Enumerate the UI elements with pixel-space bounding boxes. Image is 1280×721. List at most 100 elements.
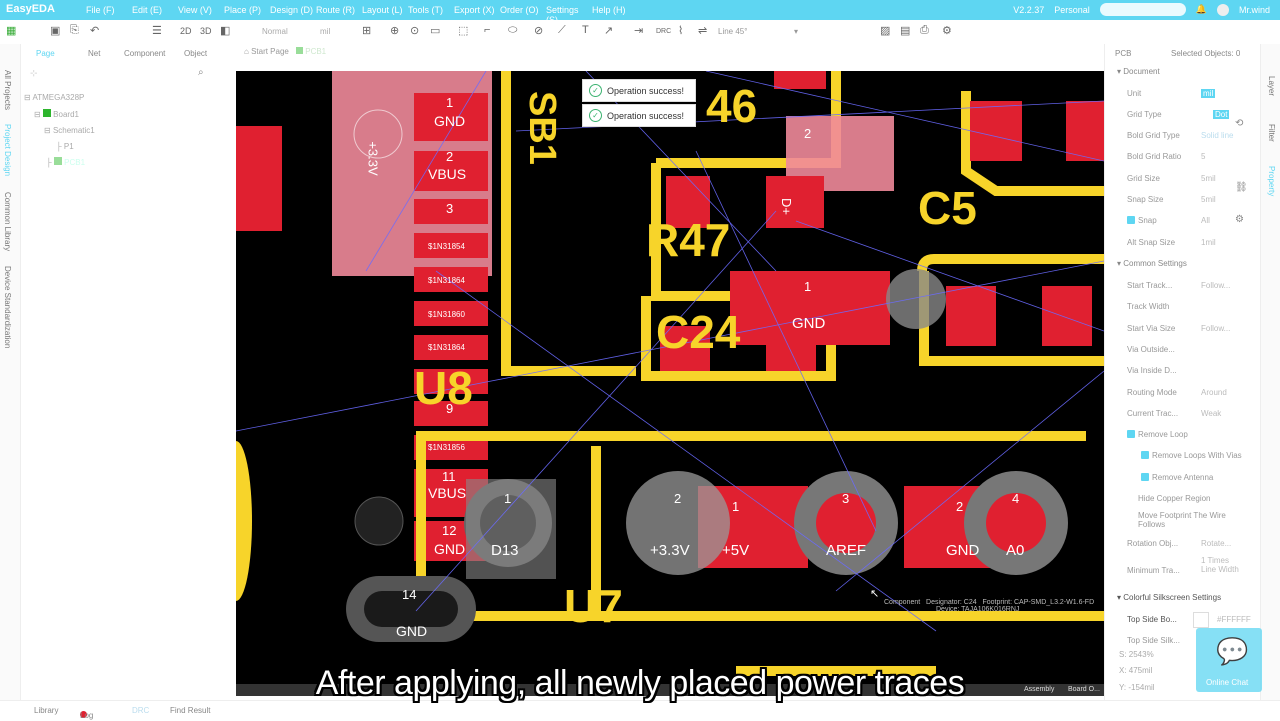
menu-tools[interactable]: Tools (T)	[408, 5, 444, 15]
remove-loop-checkbox[interactable]	[1127, 430, 1135, 438]
prop-start-via-value[interactable]: Follow...	[1201, 324, 1231, 333]
snap-checkbox[interactable]	[1127, 216, 1135, 224]
prop-bold-grid-ratio-value[interactable]: 5	[1201, 152, 1206, 161]
move-footprint-label[interactable]: Move Footprint The Wire Follows	[1138, 511, 1226, 529]
remove-loops-vias-checkbox[interactable]	[1141, 451, 1149, 459]
search-icon[interactable]: ⌕	[198, 67, 204, 78]
list-icon[interactable]: ☰	[152, 25, 162, 37]
menu-file[interactable]: File (F)	[86, 5, 115, 15]
drc-icon[interactable]: DRC	[656, 28, 672, 35]
prop-bold-grid-type-value[interactable]: Solid line	[1201, 131, 1234, 140]
color-swatch[interactable]	[1193, 612, 1209, 628]
prop-alt-snap-value[interactable]: 1mil	[1201, 238, 1216, 247]
line-icon[interactable]: ⟋	[558, 24, 566, 36]
online-chat-button[interactable]: 💬 Online Chat	[1196, 628, 1262, 692]
expand-icon[interactable]: ⊹	[30, 68, 38, 78]
tab-page[interactable]: Page	[36, 49, 55, 58]
tab-pcb1[interactable]: PCB1	[296, 47, 326, 56]
image-icon[interactable]: ▨	[880, 25, 891, 37]
layer-icon[interactable]: ◧	[220, 25, 231, 37]
tree-board[interactable]: ⊟ Board1	[34, 109, 79, 119]
prop-rotation-value[interactable]: Rotate...	[1201, 539, 1232, 548]
tab-project-design[interactable]: Project Design	[3, 124, 12, 177]
menu-view[interactable]: View (V)	[178, 5, 212, 15]
lock-icon[interactable]: ⛓	[1235, 182, 1248, 193]
tab-find-result[interactable]: Find Result	[170, 706, 211, 715]
menu-export[interactable]: Export (X)	[454, 5, 495, 15]
layer-mode-select[interactable]: Normal	[262, 27, 288, 36]
menu-order[interactable]: Order (O)	[500, 5, 539, 15]
view-3d-button[interactable]: 3D	[200, 26, 212, 36]
ellipse-icon[interactable]: ⬭	[508, 24, 518, 36]
grid-icon[interactable]: ⊞	[362, 25, 372, 37]
track-icon[interactable]: ⌇	[678, 25, 684, 37]
section-document[interactable]: ▾ Document	[1117, 67, 1160, 76]
unit-select[interactable]: mil	[320, 27, 331, 36]
tab-component[interactable]: Component	[124, 49, 166, 58]
tab-property[interactable]: Property	[1267, 166, 1276, 197]
menu-help[interactable]: Help (H)	[592, 5, 626, 15]
doc-icon[interactable]: ▤	[900, 25, 911, 37]
menu-design[interactable]: Design (D)	[270, 5, 314, 15]
tab-device-standardization[interactable]: Device Standardization	[3, 266, 12, 349]
measure-icon[interactable]: ↗	[604, 25, 614, 37]
chevron-down-icon[interactable]: ▾	[794, 27, 799, 36]
tree-project[interactable]: ⊟ ATMEGA328P	[24, 93, 85, 102]
snap-icon[interactable]: ⊕	[390, 25, 400, 37]
tab-common-library[interactable]: Common Library	[3, 192, 12, 252]
tab-filter[interactable]: Filter	[1267, 124, 1276, 142]
tree-schematic[interactable]: ⊟ Schematic1	[44, 126, 95, 135]
tree-pcb[interactable]: ├ PCB1	[46, 157, 86, 167]
diff-icon[interactable]: ⇌	[698, 25, 708, 37]
pcb-canvas[interactable]: U8 U7 C5 C24 R47 46 SB1 GND VBUS VBUS GN…	[236, 71, 1104, 696]
save-icon[interactable]: ▣	[50, 25, 61, 37]
global-search-input[interactable]	[1099, 3, 1186, 16]
tab-start-page[interactable]: ⌂ Start Page	[244, 47, 289, 56]
prop-grid-type-value[interactable]: Dot	[1213, 110, 1230, 119]
prop-current-track-value[interactable]: Weak	[1201, 409, 1222, 418]
line-mode-select[interactable]: Line 45°	[718, 27, 748, 36]
tab-drc[interactable]: DRC	[132, 706, 150, 715]
hide-copper-label[interactable]: Hide Copper Region	[1138, 494, 1211, 503]
bell-icon[interactable]: 🔔	[1195, 4, 1207, 14]
mode-select[interactable]: Personal	[1054, 4, 1090, 15]
prop-unit-value[interactable]: mil	[1201, 89, 1216, 98]
link-icon[interactable]: ⟲	[1235, 118, 1244, 129]
tab-library[interactable]: Library	[34, 706, 59, 715]
select-icon[interactable]: ⬚	[458, 25, 469, 37]
layer-tab-board[interactable]: Board O...	[1068, 686, 1100, 693]
menu-edit[interactable]: Edit (E)	[132, 5, 163, 15]
rect-icon[interactable]: ▭	[430, 25, 441, 37]
tab-object[interactable]: Object	[184, 49, 208, 58]
new-icon[interactable]: ▦	[6, 25, 17, 37]
poly-icon[interactable]: ⌐	[484, 24, 491, 36]
prop-start-track-value[interactable]: Follow...	[1201, 281, 1231, 290]
section-common[interactable]: ▾ Common Settings	[1117, 259, 1187, 268]
pin-icon[interactable]: ⊙	[410, 25, 420, 37]
prop-grid-size-value[interactable]: 5mil	[1201, 174, 1216, 183]
undo-icon[interactable]: ↶	[90, 25, 100, 37]
view-2d-button[interactable]: 2D	[180, 26, 192, 36]
print-icon[interactable]: ⎙	[920, 24, 929, 36]
no-icon[interactable]: ⊘	[534, 25, 544, 37]
menu-layout[interactable]: Layout (L)	[362, 5, 403, 15]
tree-page[interactable]: ├ P1	[56, 142, 74, 151]
export-icon[interactable]: ⎘	[70, 24, 79, 36]
menu-place[interactable]: Place (P)	[224, 5, 262, 15]
prop-top-border-value[interactable]: #FFFFFF	[1217, 615, 1251, 624]
user-name[interactable]: Mr.wind	[1238, 4, 1270, 15]
prop-snap-value[interactable]: All	[1201, 216, 1210, 225]
prop-routing-mode-value[interactable]: Around	[1201, 388, 1227, 397]
prop-min-track-value[interactable]: 1 Times Line Width	[1201, 556, 1239, 574]
route-icon[interactable]: ⇥	[634, 25, 644, 37]
gear-icon[interactable]: ⚙	[942, 25, 952, 37]
prop-snap-size-value[interactable]: 5mil	[1201, 195, 1216, 204]
avatar[interactable]	[1216, 3, 1229, 16]
remove-antenna-checkbox[interactable]	[1141, 473, 1149, 481]
tab-layer[interactable]: Layer	[1267, 76, 1276, 97]
tab-net[interactable]: Net	[88, 49, 101, 58]
layer-tab-assembly[interactable]: Assembly	[1024, 686, 1055, 693]
menu-route[interactable]: Route (R)	[316, 5, 356, 15]
snap-gear-icon[interactable]: ⚙	[1235, 214, 1244, 225]
section-silkscreen[interactable]: ▾ Colorful Silkscreen Settings	[1117, 593, 1222, 602]
